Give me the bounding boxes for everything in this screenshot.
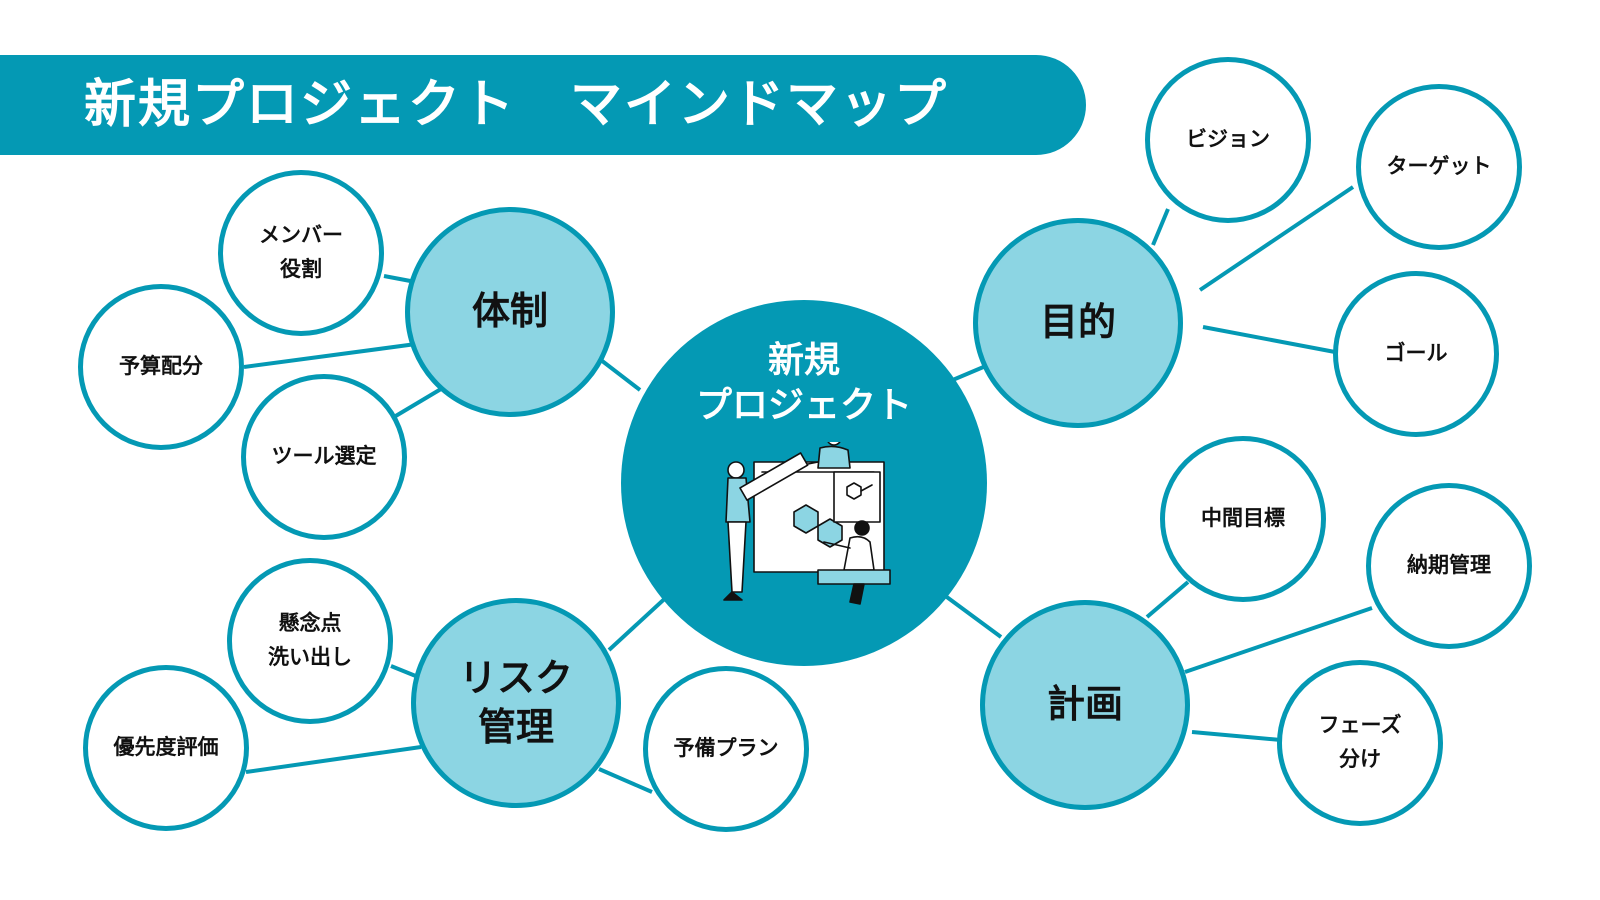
leaf-tool-selection[interactable]: ツール選定	[241, 374, 407, 540]
link-mokuteki-vision	[1151, 208, 1170, 246]
branch-taisei-label: 体制	[471, 289, 548, 334]
leaf-vision[interactable]: ビジョン	[1145, 57, 1311, 223]
branch-mokuteki-label: 目的	[1039, 300, 1116, 345]
leaf-priority-label: 優先度評価	[113, 735, 219, 760]
center-node-line1: 新規	[767, 340, 840, 381]
branch-taisei[interactable]: 体制	[405, 207, 615, 417]
link-risk-priority	[245, 745, 422, 774]
leaf-backup-label: 予備プラン	[673, 736, 779, 761]
leaf-phase-split[interactable]: フェーズ 分け	[1277, 660, 1443, 826]
leaf-member-line1: メンバー	[259, 223, 343, 248]
leaf-milestone-label: 中間目標	[1201, 506, 1285, 531]
leaf-concerns-label: 懸念点 洗い出し	[268, 607, 352, 674]
branch-mokuteki[interactable]: 目的	[973, 218, 1183, 428]
branch-keikaku-label: 計画	[1046, 682, 1123, 727]
leaf-goal-label: ゴール	[1384, 341, 1448, 366]
leaf-tool-label: ツール選定	[271, 444, 377, 469]
page-title: 新規プロジェクト マインドマップ	[84, 75, 949, 135]
branch-risk-management-label: リスク 管理	[459, 654, 573, 753]
branch-risk-line1: リスク	[458, 655, 573, 700]
leaf-priority-evaluation[interactable]: 優先度評価	[83, 665, 249, 831]
branch-risk-line2: 管理	[477, 705, 554, 749]
leaf-phase-line2: 分け	[1338, 747, 1381, 771]
leaf-vision-label: ビジョン	[1186, 127, 1270, 152]
leaf-member-line2: 役割	[280, 257, 322, 281]
branch-keikaku[interactable]: 計画	[980, 600, 1190, 810]
link-taisei-tool	[392, 387, 443, 419]
link-keikaku-deadline	[1184, 606, 1373, 674]
leaf-backup-plan[interactable]: 予備プラン	[643, 666, 809, 832]
leaf-budget-label: 予算配分	[119, 354, 203, 379]
leaf-concern-line1: 懸念点	[278, 611, 342, 636]
leaf-phase-line1: フェーズ	[1318, 713, 1402, 738]
leaf-phase-label: フェーズ 分け	[1319, 709, 1402, 776]
leaf-deadline-label: 納期管理	[1407, 553, 1491, 578]
link-center-keikaku	[938, 590, 1003, 639]
leaf-budget-allocation[interactable]: 予算配分	[78, 284, 244, 450]
link-keikaku-phase	[1191, 730, 1282, 742]
leaf-milestone[interactable]: 中間目標	[1160, 436, 1326, 602]
link-mokuteki-goal	[1202, 325, 1336, 354]
link-risk-backup	[598, 767, 653, 794]
leaf-target[interactable]: ターゲット	[1356, 84, 1522, 250]
leaf-member-roles[interactable]: メンバー 役割	[218, 170, 384, 336]
leaf-concerns[interactable]: 懸念点 洗い出し	[227, 558, 393, 724]
leaf-member-roles-label: メンバー 役割	[259, 219, 343, 286]
link-taisei-budget	[243, 342, 417, 369]
center-node[interactable]: 新規 プロジェクト	[621, 300, 987, 666]
link-center-risk	[607, 590, 674, 652]
leaf-goal[interactable]: ゴール	[1333, 271, 1499, 437]
leaf-target-label: ターゲット	[1386, 154, 1492, 179]
link-mokuteki-target	[1198, 185, 1355, 292]
link-keikaku-milestone	[1145, 580, 1190, 619]
title-banner: 新規プロジェクト マインドマップ	[0, 55, 1086, 155]
leaf-concern-line2: 洗い出し	[268, 645, 352, 669]
leaf-deadline-management[interactable]: 納期管理	[1366, 483, 1532, 649]
branch-risk-management[interactable]: リスク 管理	[411, 598, 621, 808]
team-collaboration-illustration	[723, 442, 891, 605]
center-node-line2: プロジェクト	[695, 385, 912, 426]
link-center-taisei	[595, 355, 642, 392]
center-node-label: 新規 プロジェクト	[696, 338, 912, 428]
